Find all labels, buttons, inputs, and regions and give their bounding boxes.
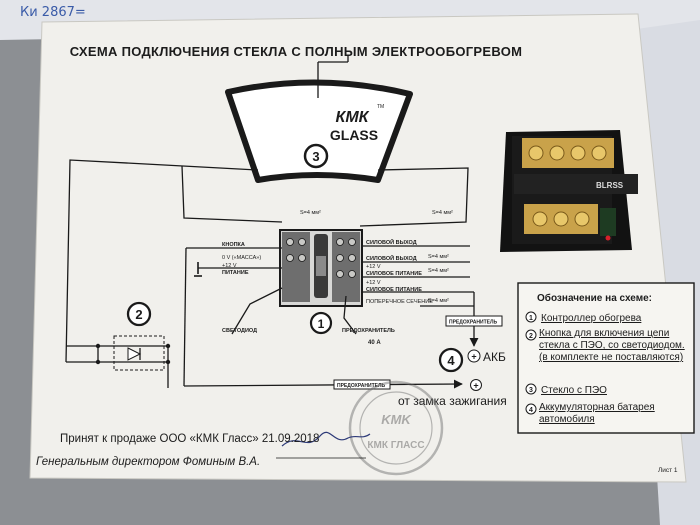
wire-left-to-controller [181, 165, 283, 223]
label-12v-left: +12 V [222, 263, 237, 269]
legend-num-4: 4 [529, 407, 533, 414]
marker-4: 4 [447, 353, 455, 368]
marker-3: 3 [312, 149, 319, 164]
wire-ignition [183, 379, 463, 389]
legend-item-2-wrap: Кнопка для включения цепи стекла с ПЭО, … [539, 328, 685, 363]
marker-1-circle [309, 311, 333, 335]
logo-tm: TM [377, 104, 384, 110]
legend-item-4-wrap: Аккумуляторная батарея автомобиля [539, 402, 655, 425]
controller-device-photo: BLRSS [500, 130, 638, 252]
signature [281, 431, 371, 447]
marker-1: 1 [318, 317, 325, 331]
wire-right-to-controller [359, 167, 469, 227]
legend-box: Обозначение на схеме: 1 Контроллер обогр… [517, 282, 695, 434]
ignition-plus: + [473, 381, 478, 391]
label-12v-right: +12 V [366, 264, 381, 270]
button-with-led [66, 335, 171, 388]
legend-num-3: 3 [529, 387, 533, 394]
label-akb: АКБ [483, 350, 506, 364]
logo-sub: GLASS [330, 127, 378, 143]
label-amp: 40 А [368, 340, 381, 346]
legend-item-2: Кнопка для включения цепи стекла с ПЭО, … [539, 328, 685, 363]
legend-item-4: Аккумуляторная батарея автомобиля [539, 402, 655, 425]
label-silovoi-vyhod: СИЛОВОЙ ВЫХОД [366, 238, 417, 246]
label-s-pow: S=4 мм² [428, 268, 449, 274]
wire-ignition-vertical [183, 247, 187, 387]
label-massa: 0 V («МАССА») [222, 255, 261, 261]
legend-title: Обозначение на схеме: [537, 292, 652, 304]
fuse-ignition [333, 379, 391, 390]
label-pitanie-left: ПИТАНИЕ [222, 270, 249, 276]
label-s-right: S=4 мм² [432, 210, 453, 216]
marker-2: 2 [135, 307, 142, 322]
wire-left-bus [65, 159, 259, 363]
footer-accepted: Принят к продаже ООО «КМК Гласс» 21.09.2… [60, 433, 319, 445]
logo-brand: КМК [336, 109, 370, 126]
footer-director: Генеральным директором Фоминым В.А. [36, 456, 260, 468]
marker-2-circle [126, 301, 152, 327]
label-knopka: КНОПКА [222, 242, 245, 248]
legend-num-2: 2 [529, 333, 533, 340]
kmk-glass-logo: КМК TM GLASS [330, 104, 384, 143]
company-stamp: КМК ГЛАСС KMK [348, 380, 444, 476]
footer-sheet: Лист 1 [658, 467, 678, 474]
fuse-battery [445, 315, 503, 327]
label-silovoe-pitanie: СИЛОВОЕ ПИТАНИЕ [366, 271, 422, 277]
marker-4-circle [438, 347, 464, 373]
legend-item-1: Контроллер обогрева [541, 312, 642, 324]
legend-item-3: Стекло с ПЭО [541, 385, 607, 396]
akb-plus: + [471, 352, 476, 362]
marker-3-circle [303, 143, 329, 169]
label-fuse-battery: ПРЕДОХРАНИТЕЛЬ [449, 320, 497, 326]
label-s-left: S=4 мм² [300, 210, 321, 216]
windshield-glass [225, 79, 413, 183]
svg-text:KMK: KMK [381, 412, 412, 427]
label-ot-zamka: от замка зажигания [398, 394, 507, 408]
label-s-out: S=4 мм² [428, 254, 449, 260]
label-poperechnoe: ПОПЕРЕЧНОЕ СЕЧЕНИЕ [366, 299, 433, 305]
label-s-cross: S=4 мм² [428, 298, 449, 304]
label-predohranitel: ПРЕДОХРАНИТЕЛЬ [342, 328, 395, 334]
label-silovoe-pitanie-2: СИЛОВОЕ ПИТАНИЕ [366, 287, 422, 293]
label-svetodiod: СВЕТОДИОД [222, 328, 257, 334]
controller-block [279, 229, 363, 307]
stamp-text: КМК ГЛАСС [367, 440, 424, 451]
device-label: BLRSS [596, 181, 624, 190]
diagram-title: СХЕМА ПОДКЛЮЧЕНИЯ СТЕКЛА С ПОЛНЫМ ЭЛЕКТР… [70, 44, 523, 59]
background-scribble: Ки 2867= [20, 5, 86, 20]
legend-num-1: 1 [529, 315, 533, 322]
label-fuse-ignition: ПРЕДОХРАНИТЕЛЬ [337, 383, 385, 389]
label-12v-right2: +12 V [366, 280, 381, 286]
label-silovoi-vyhod-2: СИЛОВОЙ ВЫХОД [366, 254, 417, 262]
